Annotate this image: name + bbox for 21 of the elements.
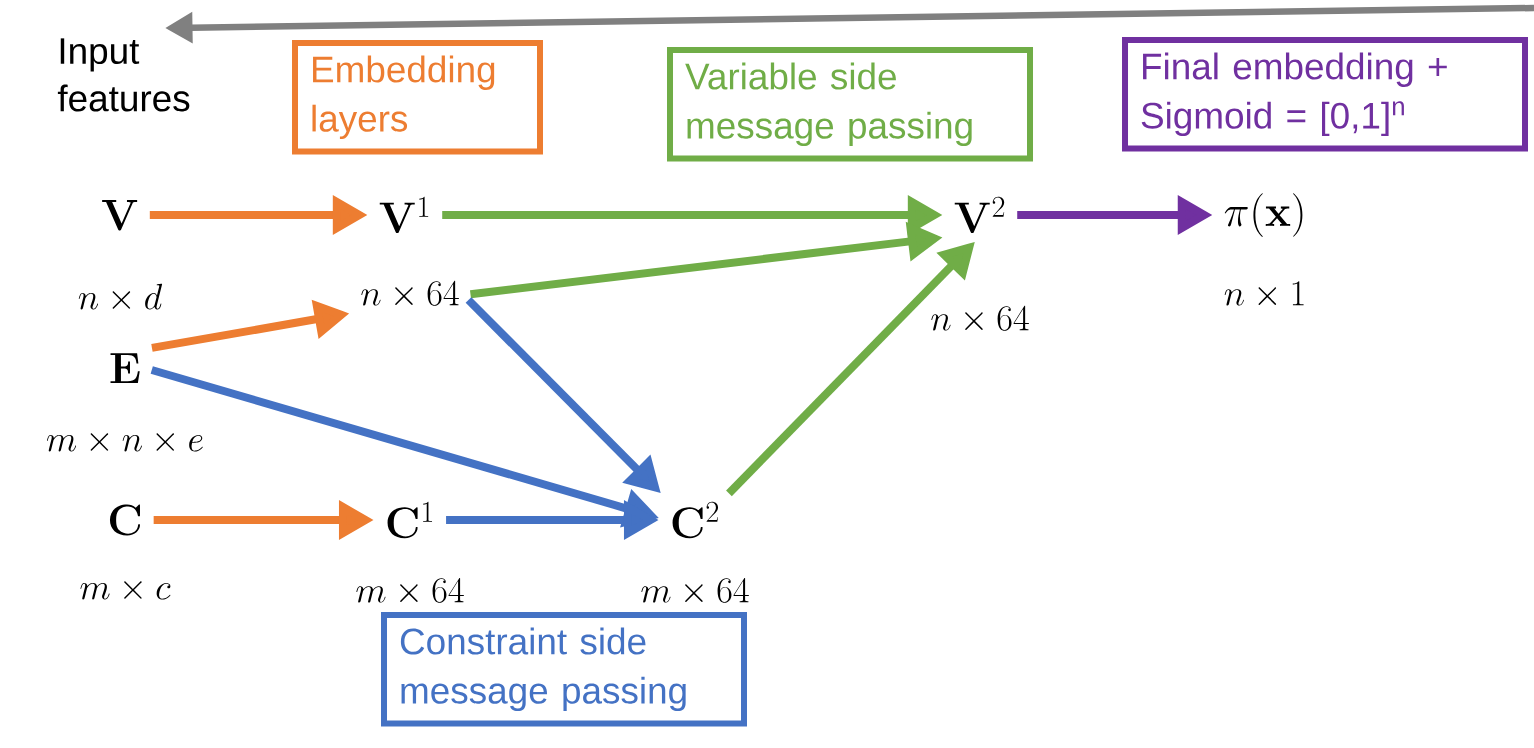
- math-symbol: $\mathbf{V}^1$: [379, 196, 429, 234]
- text-box: Constraint side message passing: [381, 612, 747, 727]
- dimension-label: $n \times 64$: [931, 305, 1029, 331]
- dimension-label: $n \times 1$: [1224, 281, 1304, 306]
- math-symbol: $\mathbf{C}$: [109, 504, 140, 536]
- dimension-label: $m \times n \times e$: [46, 433, 203, 452]
- text-box: Final embedding + Sigmoid = [0,1]$^{n}$: [1122, 37, 1528, 152]
- dimension-label: $m \times c$: [80, 581, 171, 600]
- dimension-label: $m \times 64$: [356, 577, 464, 603]
- math-symbol: $\mathbf{C}^2$: [672, 501, 719, 539]
- math-symbol: $\mathbf{V}$: [102, 200, 138, 231]
- text-box: Embedding layers: [292, 40, 543, 155]
- text-box: Variable side message passing: [667, 47, 1033, 162]
- math-symbol: $\mathbf{V}^2$: [954, 196, 1005, 234]
- dimension-label: $n \times 64$: [361, 280, 459, 306]
- dimension-label: $n \times d$: [78, 283, 163, 310]
- math-symbol: $\mathbf{C}^1$: [387, 501, 432, 539]
- math-symbol: $\mathbf{E}$: [110, 353, 140, 383]
- caption-text: Input features: [57, 38, 190, 112]
- math-symbol: $\pi(\mathbf{x})$: [1224, 193, 1303, 237]
- dimension-label: $m \times 64$: [641, 577, 749, 603]
